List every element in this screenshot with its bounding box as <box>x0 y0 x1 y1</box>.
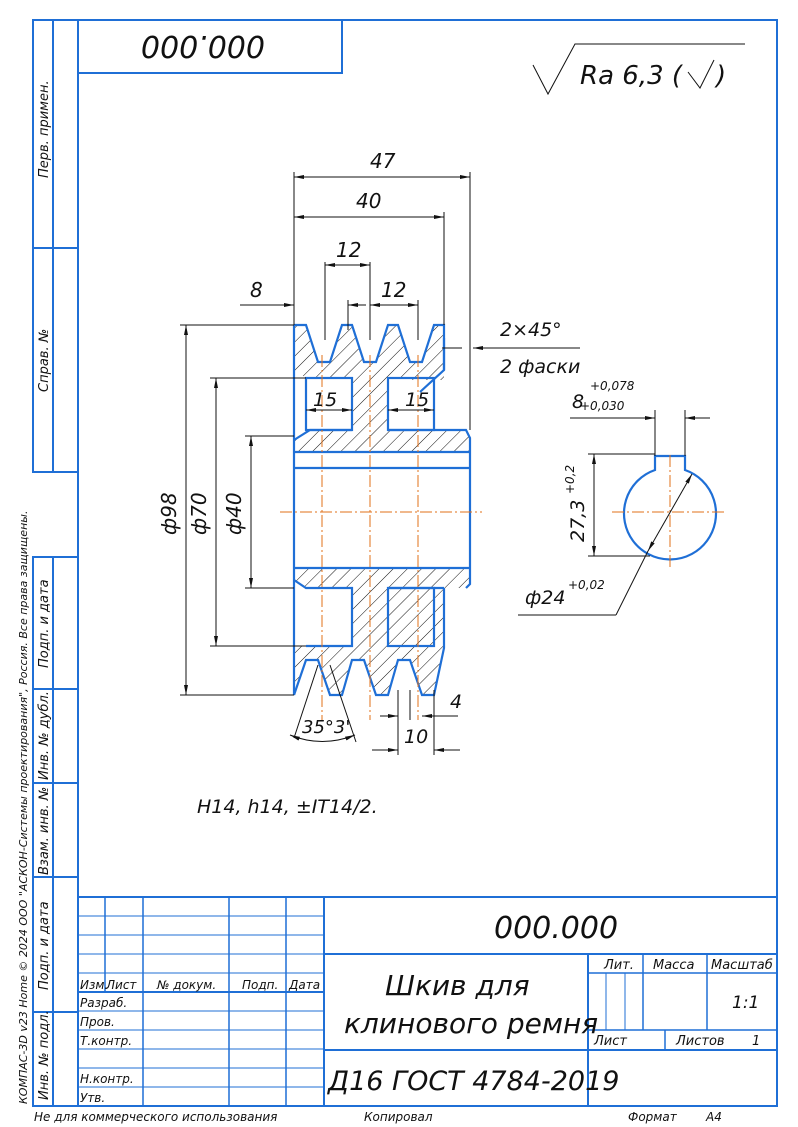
roughness-check-icon <box>687 59 715 89</box>
pulley-section <box>280 323 482 720</box>
dim-15b: 15 <box>405 389 429 411</box>
title-block <box>77 896 778 1107</box>
dim-15a: 15 <box>313 389 337 411</box>
podp-data-label-2: Подп. и дата <box>37 901 52 990</box>
scale-value: 1:1 <box>732 993 759 1013</box>
dim-bore-tol: +0,02 <box>568 578 605 592</box>
masshtab-label: Масштаб <box>711 958 773 973</box>
dim-47: 47 <box>370 149 396 173</box>
row-razrab: Разраб. <box>80 996 127 1010</box>
roughness-text: Ra 6,3 ( <box>580 61 684 91</box>
inv-podl-label: Инв. № подл. <box>37 1010 52 1100</box>
list-label: Лист <box>593 1034 627 1049</box>
title-material: Д16 ГОСТ 4784-2019 <box>327 1066 619 1097</box>
sprav-no-label: Справ. № <box>37 329 52 392</box>
row-prov: Пров. <box>80 1015 115 1029</box>
dim-12b: 12 <box>381 278 406 302</box>
col-list: Лист <box>105 978 137 992</box>
keyway-view <box>518 410 726 616</box>
dim-40: 40 <box>356 189 381 213</box>
title-block-text: 000.000 Шкив для клинового ремня Д16 ГОС… <box>80 911 773 1105</box>
col-docum: № докум. <box>156 978 216 992</box>
lower-hatch <box>294 568 470 695</box>
dim-8: 8 <box>250 278 263 302</box>
footer-kopiroval: Копировал <box>364 1110 433 1124</box>
col-izm: Изм. <box>80 978 108 992</box>
title-name-line2: клинового ремня <box>344 1007 598 1040</box>
dim-dia40: ф40 <box>222 492 246 535</box>
dim-chamfer: 2×45° <box>500 319 562 341</box>
sheet-footer: Не для коммерческого использования Копир… <box>34 1110 722 1124</box>
title-doc-code: 000.000 <box>494 911 618 946</box>
listov-label: Листов <box>675 1034 725 1049</box>
dim-dia98: ф98 <box>157 492 181 535</box>
doc-code-top: 000.000 <box>141 28 265 63</box>
listov-value: 1 <box>752 1034 760 1049</box>
footer-format-value: A4 <box>705 1110 722 1124</box>
side-labels: Перв. примен. Справ. № Подп. и дата Инв.… <box>17 80 52 1104</box>
dimension-texts: 47 40 12 12 8 2×45° 2 фаски 15 15 ф98 ф7… <box>157 149 635 748</box>
dim-angle: 35°3' <box>302 717 350 738</box>
dim-10: 10 <box>404 726 428 748</box>
massa-label: Масса <box>653 958 694 973</box>
podp-data-label-1: Подп. и дата <box>37 579 52 668</box>
title-name-line1: Шкив для <box>385 969 530 1002</box>
footer-format-label: Формат <box>628 1110 678 1124</box>
dim-key-depth: 27,3 <box>567 500 589 542</box>
roughness-close: ) <box>714 61 726 91</box>
dim-key-width-tol-up: +0,078 <box>590 379 635 393</box>
dim-key-depth-tol: +0,2 <box>563 465 577 494</box>
dim-4: 4 <box>450 691 462 713</box>
sheet-frame <box>32 19 778 1107</box>
dim-dia70: ф70 <box>187 492 211 535</box>
lit-label: Лит. <box>603 958 634 973</box>
dim-key-width-tol-low: +0,030 <box>580 399 625 413</box>
copyright-text: КОМПАС-3D v23 Home © 2024 ООО "АСКОН-Сис… <box>17 511 30 1104</box>
inv-dubl-label: Инв. № дубл. <box>37 691 52 780</box>
roughness-symbol: Ra 6,3 ( ) <box>532 43 745 96</box>
vzam-inv-label: Взам. инв. № <box>37 787 52 875</box>
dim-chamfer-note: 2 фаски <box>500 356 580 378</box>
row-nkontr: Н.контр. <box>80 1072 134 1086</box>
row-tkontr: Т.контр. <box>80 1034 132 1048</box>
dim-12a: 12 <box>336 238 361 262</box>
tolerance-note: H14, h14, ±IT14/2. <box>197 796 378 818</box>
perv-primen-label: Перв. примен. <box>37 80 52 178</box>
dimension-lines <box>180 172 580 755</box>
footer-noncommercial: Не для коммерческого использования <box>34 1110 277 1124</box>
row-utv: Утв. <box>80 1091 105 1105</box>
col-podp: Подп. <box>242 978 278 992</box>
upper-hatch <box>294 325 470 452</box>
dim-key-width: 8 <box>572 391 584 413</box>
col-data: Дата <box>288 978 320 992</box>
dim-bore: ф24 <box>525 587 565 609</box>
